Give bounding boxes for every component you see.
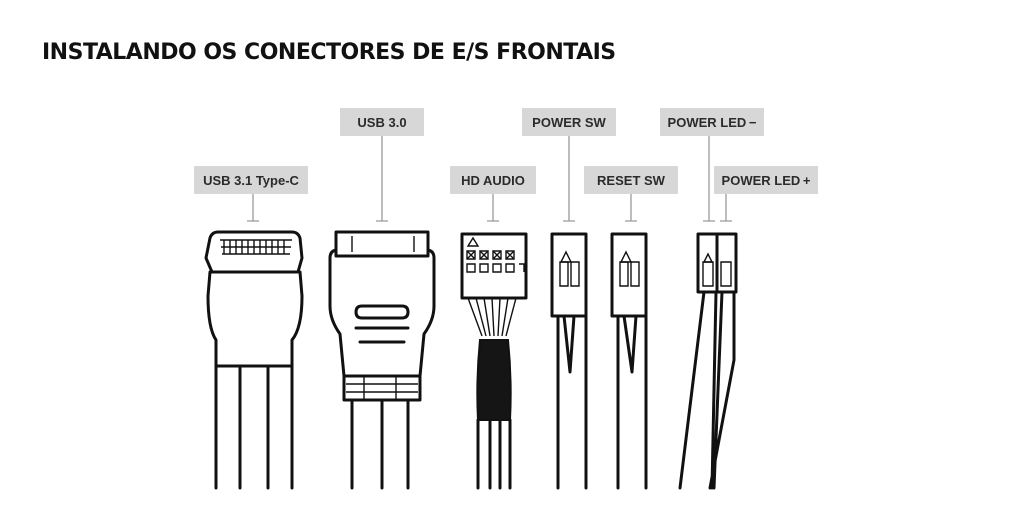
connector-hdaudio (460, 232, 528, 490)
connector-powerled (678, 232, 738, 490)
label-usb30-text: USB 3.0 (357, 115, 406, 130)
connector-usb30 (328, 230, 436, 490)
connector-usb31c (204, 230, 304, 490)
label-powersw-text: POWER SW (532, 115, 606, 130)
label-hdaudio: HD AUDIO (450, 166, 536, 194)
label-powerledneg: POWER LED − (660, 108, 764, 136)
label-powerledpos-text: POWER LED + (722, 173, 811, 188)
label-usb31c-text: USB 3.1 Type-C (203, 173, 299, 188)
connector-powersw (550, 232, 588, 490)
page-title: INSTALANDO OS CONECTORES DE E/S FRONTAIS (42, 40, 616, 65)
label-resetsw: RESET SW (584, 166, 678, 194)
label-usb31c: USB 3.1 Type-C (194, 166, 308, 194)
label-powerledpos: POWER LED + (714, 166, 818, 194)
leader-lines (247, 136, 732, 222)
label-powersw: POWER SW (522, 108, 616, 136)
label-usb30: USB 3.0 (340, 108, 424, 136)
label-resetsw-text: RESET SW (597, 173, 666, 188)
label-hdaudio-text: HD AUDIO (461, 173, 525, 188)
connector-resetsw (610, 232, 648, 490)
label-powerledneg-text: POWER LED − (668, 115, 757, 130)
